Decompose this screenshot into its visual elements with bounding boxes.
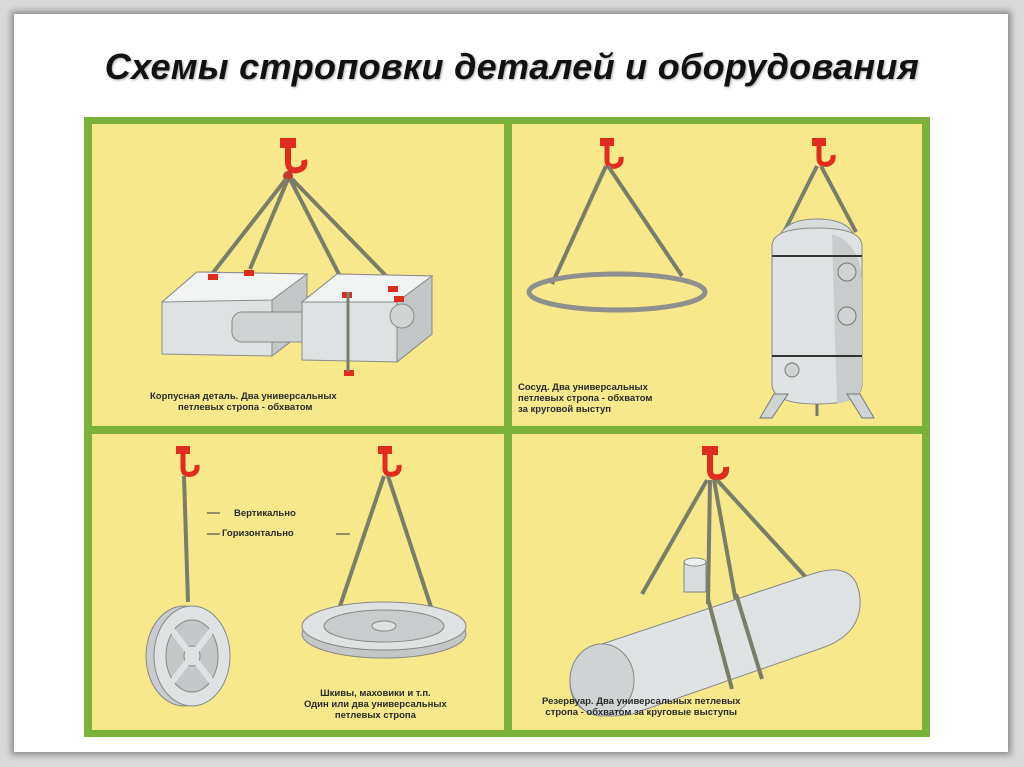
label-horizontal: Горизонтально — [222, 528, 294, 539]
sling-ropes — [210, 177, 394, 285]
hook-icon — [280, 138, 308, 181]
page-title: Схемы строповки деталей и оборудования — [104, 46, 920, 87]
tank-body — [569, 557, 861, 717]
hook-icon — [702, 446, 730, 481]
panel-caption: Корпусная деталь. Два универсальных петл… — [150, 391, 337, 413]
hook-icon — [600, 138, 624, 169]
hook-icon — [176, 446, 200, 477]
tank-illustration — [569, 446, 861, 717]
pulley-illustration — [145, 446, 467, 707]
sling-ropes — [640, 478, 814, 605]
vessel-body — [759, 218, 875, 419]
ring-slings — [526, 164, 708, 313]
panel-caption: Сосуд. Два универсальных петлевых стропа… — [518, 382, 653, 415]
panel-body-part: Корпусная деталь. Два универсальных петл… — [92, 124, 504, 426]
body-part-illustration — [160, 138, 434, 376]
horizontal-wheel — [301, 601, 467, 659]
panel-pulley: Вертикально Горизонтально Шкивы, маховик… — [92, 434, 504, 730]
vessel-illustration — [526, 138, 875, 419]
panel-vessel: Сосуд. Два универсальных петлевых стропа… — [512, 124, 922, 426]
label-vertical: Вертикально — [234, 508, 296, 519]
panel-caption: Шкивы, маховики и т.п. Один или два унив… — [304, 688, 447, 721]
panel-caption: Резервуар. Два универсальных петлевых ст… — [542, 696, 741, 718]
rigging-poster: Корпусная деталь. Два универсальных петл… — [84, 117, 930, 737]
hook-icon — [378, 446, 402, 477]
right-block — [300, 273, 434, 364]
hook-icon — [812, 138, 836, 167]
vertical-wheel — [145, 605, 231, 707]
panel-tank: Резервуар. Два универсальных петлевых ст… — [512, 434, 922, 730]
